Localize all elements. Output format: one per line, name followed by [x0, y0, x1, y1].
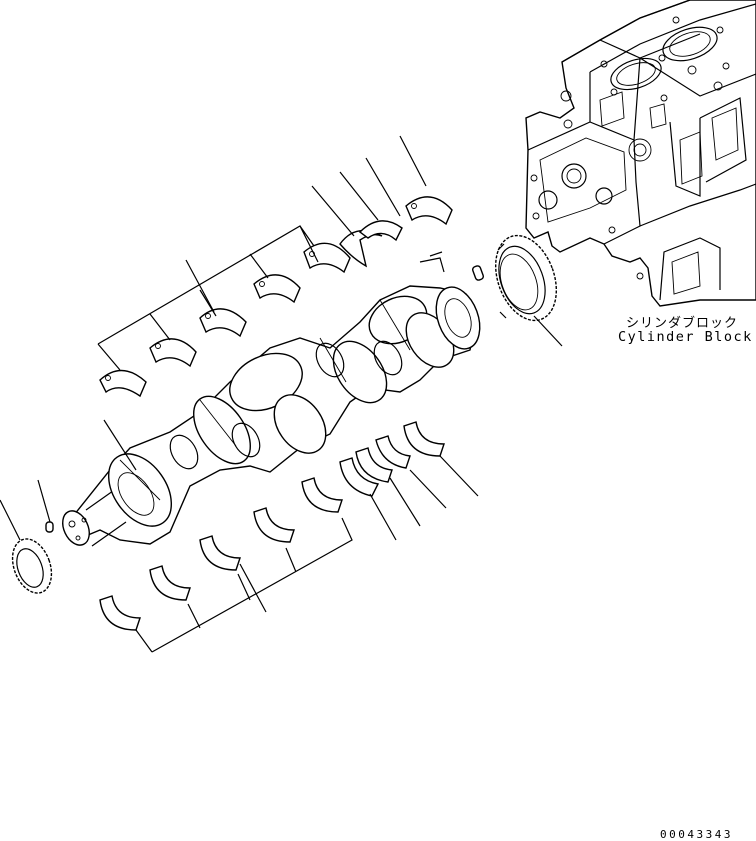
dowel-pin-rear [419, 251, 485, 281]
dowel-pin-front [45, 521, 54, 533]
crankshaft [62, 285, 481, 547]
upper-main-bearings [99, 196, 453, 398]
crank-gear-rear [494, 234, 558, 322]
leader-lines [0, 135, 563, 653]
lower-main-bearings [99, 421, 445, 631]
cylinder-block [525, 0, 756, 307]
cylinder-block-label-english: Cylinder Block [618, 329, 753, 345]
drawing-code: 00043343 [660, 828, 733, 841]
crank-gear-front [11, 538, 53, 594]
cylinder-block-label-japanese: シリンダブロック [626, 316, 739, 331]
